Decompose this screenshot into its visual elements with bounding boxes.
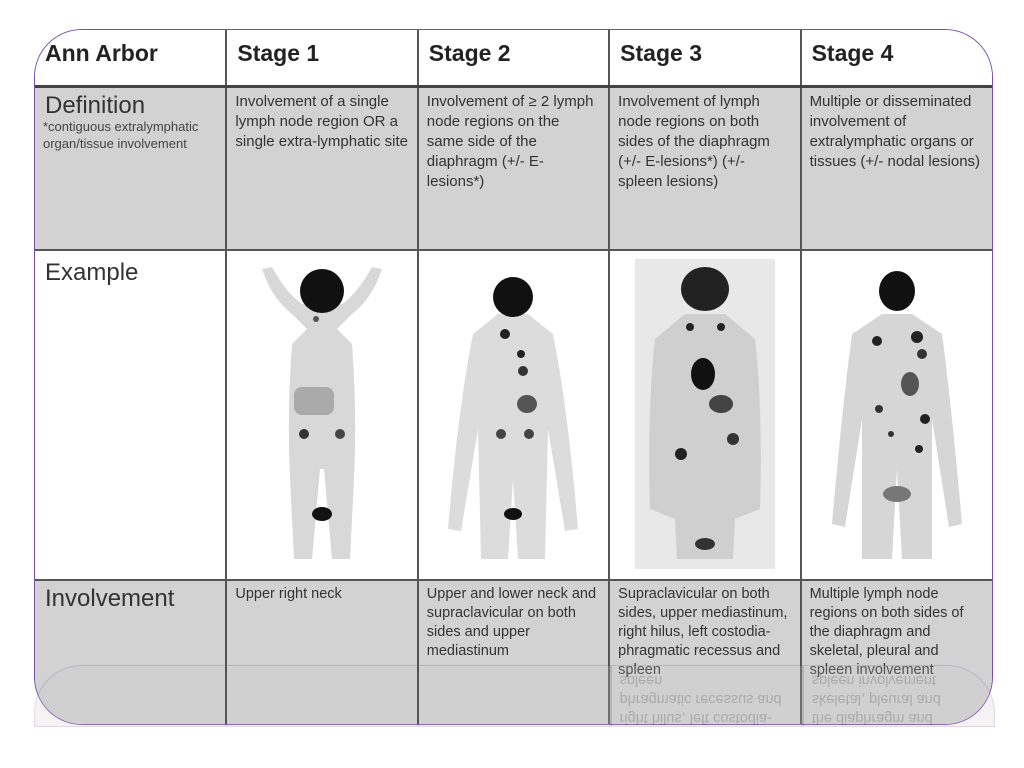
header-row: Ann Arbor Stage 1 Stage 2 Stage 3 Stage … <box>35 30 992 88</box>
header-ann-arbor: Ann Arbor <box>35 30 228 88</box>
reflection-stage-1 <box>227 666 420 726</box>
header-stage-4: Stage 4 <box>799 30 992 88</box>
involvement-stage-2: Upper and lower neck and supraclavicular… <box>416 579 611 724</box>
involvement-label-cell: Involvement <box>35 579 228 724</box>
reflection-stage-4: Multiple lymph node regions on both side… <box>811 672 941 726</box>
definition-row: Definition *contiguous extralymphatic or… <box>35 85 992 251</box>
example-stage-4 <box>799 249 992 581</box>
reflection-label <box>35 666 228 726</box>
ann-arbor-staging-table: Ann Arbor Stage 1 Stage 2 Stage 3 Stage … <box>35 30 992 724</box>
involvement-label: Involvement <box>45 585 175 612</box>
involvement-stage-1: Upper right neck <box>225 579 419 724</box>
reflection-stage-3: Supraclavicular on both sides, upper med… <box>611 666 804 726</box>
involvement-stage-3: Supraclavicular on both sides, upper med… <box>608 579 802 724</box>
involvement-row: Involvement Upper right neck Upper and l… <box>35 579 992 724</box>
definition-stage-2: Involvement of ≥ 2 lymph node regions on… <box>416 85 611 251</box>
example-label-cell: Example <box>35 249 228 581</box>
definition-footnote: *contiguous extralymphatic organ/tissue … <box>43 118 199 151</box>
table-reflection: Supraclavicular on both sides, upper med… <box>34 665 995 727</box>
ann-arbor-table-frame: Ann Arbor Stage 1 Stage 2 Stage 3 Stage … <box>34 29 993 725</box>
pet-scan-image-stage-3 <box>634 259 775 569</box>
reflection-stage-2 <box>419 666 612 726</box>
example-row: Example <box>35 249 992 581</box>
reflection-fade <box>0 727 1024 768</box>
header-stage-2: Stage 2 <box>416 30 611 88</box>
definition-stage-3: Involvement of lymph node regions on bot… <box>608 85 802 251</box>
example-stage-3 <box>608 249 802 581</box>
pet-scan-image-stage-4 <box>831 271 962 559</box>
example-stage-1 <box>225 249 419 581</box>
definition-stage-1: Involvement of a single lymph node regio… <box>225 85 419 251</box>
definition-label-cell: Definition *contiguous extralymphatic or… <box>35 85 228 251</box>
example-stage-2 <box>416 249 611 581</box>
pet-scan-image-stage-1 <box>262 267 383 559</box>
example-label: Example <box>45 259 139 286</box>
definition-label: Definition <box>45 91 146 119</box>
header-stage-3: Stage 3 <box>608 30 802 88</box>
header-stage-1: Stage 1 <box>225 30 419 88</box>
pet-scan-image-stage-2 <box>448 277 579 559</box>
involvement-stage-4: Multiple lymph node regions on both side… <box>799 579 992 724</box>
definition-stage-4: Multiple or disseminated involvement of … <box>799 85 992 251</box>
